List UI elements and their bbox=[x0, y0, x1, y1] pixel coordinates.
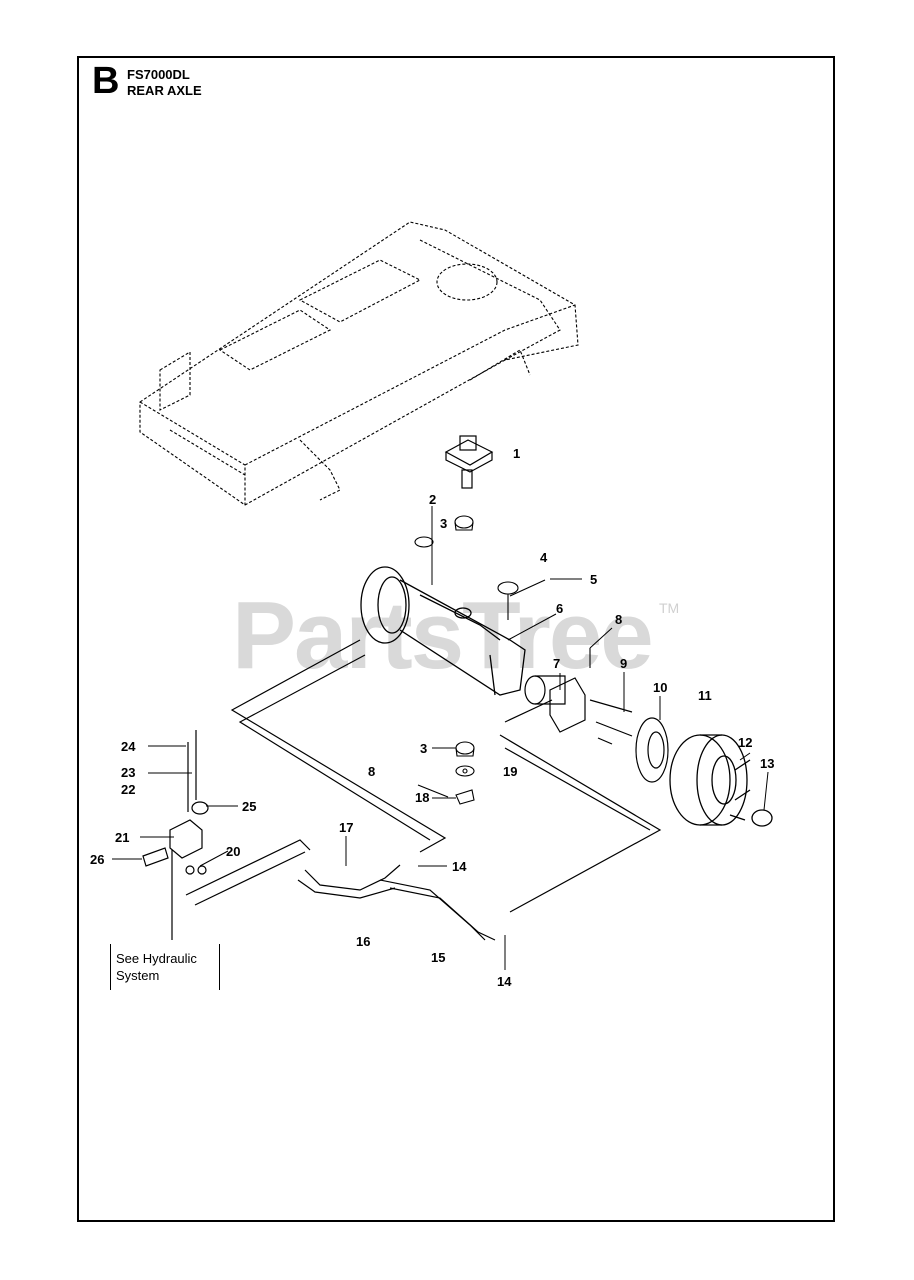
hydraulic-lines bbox=[185, 639, 662, 941]
callout: 20 bbox=[226, 844, 240, 859]
callout: 3 bbox=[420, 741, 427, 756]
chassis-frame bbox=[139, 221, 579, 506]
part-valve-21 bbox=[142, 730, 209, 940]
leader-lines bbox=[112, 506, 769, 970]
callout: 24 bbox=[121, 739, 136, 754]
callout: 8 bbox=[615, 612, 622, 627]
callout: 13 bbox=[760, 756, 774, 771]
part-wheel-12 bbox=[669, 734, 773, 827]
part-pivot-1 bbox=[444, 435, 494, 489]
part-motor-7 bbox=[524, 675, 633, 745]
callout: 7 bbox=[553, 656, 560, 671]
callout: 23 bbox=[121, 765, 135, 780]
callout: 8 bbox=[368, 764, 375, 779]
callout: 18 bbox=[415, 790, 429, 805]
reference-bracket bbox=[110, 944, 220, 990]
callout: 6 bbox=[556, 601, 563, 616]
callout: 21 bbox=[115, 830, 129, 845]
callout: 26 bbox=[90, 852, 104, 867]
callout: 10 bbox=[653, 680, 667, 695]
section-title: REAR AXLE bbox=[127, 83, 202, 98]
part-axle-2 bbox=[360, 566, 526, 696]
callout: 14 bbox=[497, 974, 512, 989]
callout: 14 bbox=[452, 859, 467, 874]
small-parts bbox=[414, 515, 591, 805]
callout: 25 bbox=[242, 799, 256, 814]
callout: 16 bbox=[356, 934, 370, 949]
trademark-symbol: TM bbox=[659, 600, 680, 616]
callout: 1 bbox=[513, 446, 520, 461]
section-letter: B bbox=[92, 60, 120, 102]
diagram-frame bbox=[77, 56, 835, 1222]
callout: 3 bbox=[440, 516, 447, 531]
callout-numbers: 1 2 3 4 5 6 7 8 9 10 11 12 13 3 8 19 18 … bbox=[90, 446, 774, 989]
callout: 2 bbox=[429, 492, 436, 507]
model-number: FS7000DL bbox=[127, 67, 190, 82]
part-hub-10 bbox=[635, 717, 669, 783]
callout: 17 bbox=[339, 820, 353, 835]
callout: 5 bbox=[590, 572, 597, 587]
callout: 4 bbox=[540, 550, 548, 565]
callout: 9 bbox=[620, 656, 627, 671]
hydraulic-system-reference: See Hydraulic System bbox=[116, 951, 197, 983]
callout: 11 bbox=[698, 688, 712, 703]
callout: 19 bbox=[503, 764, 517, 779]
callout: 12 bbox=[738, 735, 752, 750]
callout: 22 bbox=[121, 782, 135, 797]
callout: 15 bbox=[431, 950, 445, 965]
